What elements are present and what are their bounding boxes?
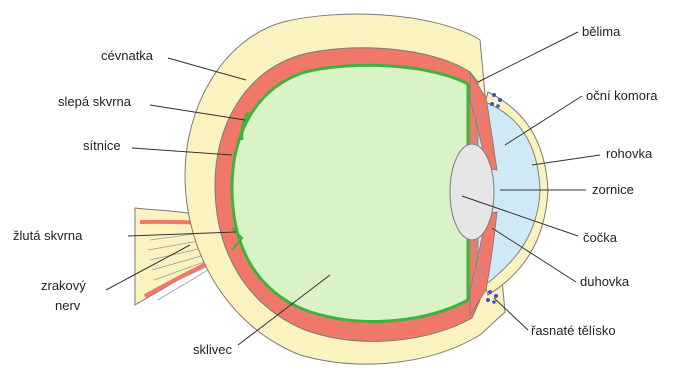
label-ciliary-body: řasnaté tělísko: [531, 323, 616, 338]
label-cornea: rohovka: [606, 146, 653, 161]
label-eye-chamber: oční komora: [586, 88, 658, 103]
lens-shape: [450, 144, 494, 240]
label-iris: duhovka: [580, 274, 630, 289]
label-choroid: cévnatka: [101, 48, 154, 63]
label-zonule: zornice: [592, 182, 634, 197]
label-yellow-spot: žlutá skvrna: [13, 228, 83, 243]
label-retina: sítnice: [83, 138, 121, 153]
label-blind-spot: slepá skvrna: [58, 94, 132, 109]
vitreous-body: [232, 65, 468, 321]
label-lens: čočka: [583, 230, 618, 245]
label-sclera: bělima: [582, 24, 621, 39]
label-optic-nerve-line1: zrakový: [41, 278, 86, 293]
label-vitreous: sklivec: [193, 342, 233, 357]
label-optic-nerve-line2: nerv: [55, 298, 81, 313]
leader-sclera: [478, 32, 578, 82]
